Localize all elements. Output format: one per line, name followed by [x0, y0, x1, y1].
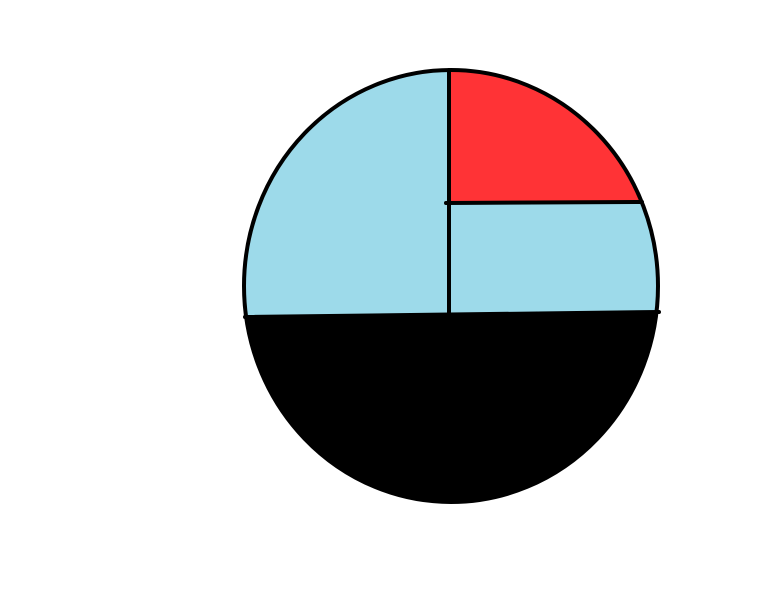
center-horizontal-divider	[243, 310, 661, 319]
region-top-right-upper	[449, 70, 658, 203]
inner-horizontal-divider	[444, 200, 644, 205]
region-top-left	[244, 70, 449, 317]
region-bottom-half	[244, 311, 658, 502]
region-top-right-lower	[449, 202, 658, 316]
circle-outline	[242, 68, 660, 504]
